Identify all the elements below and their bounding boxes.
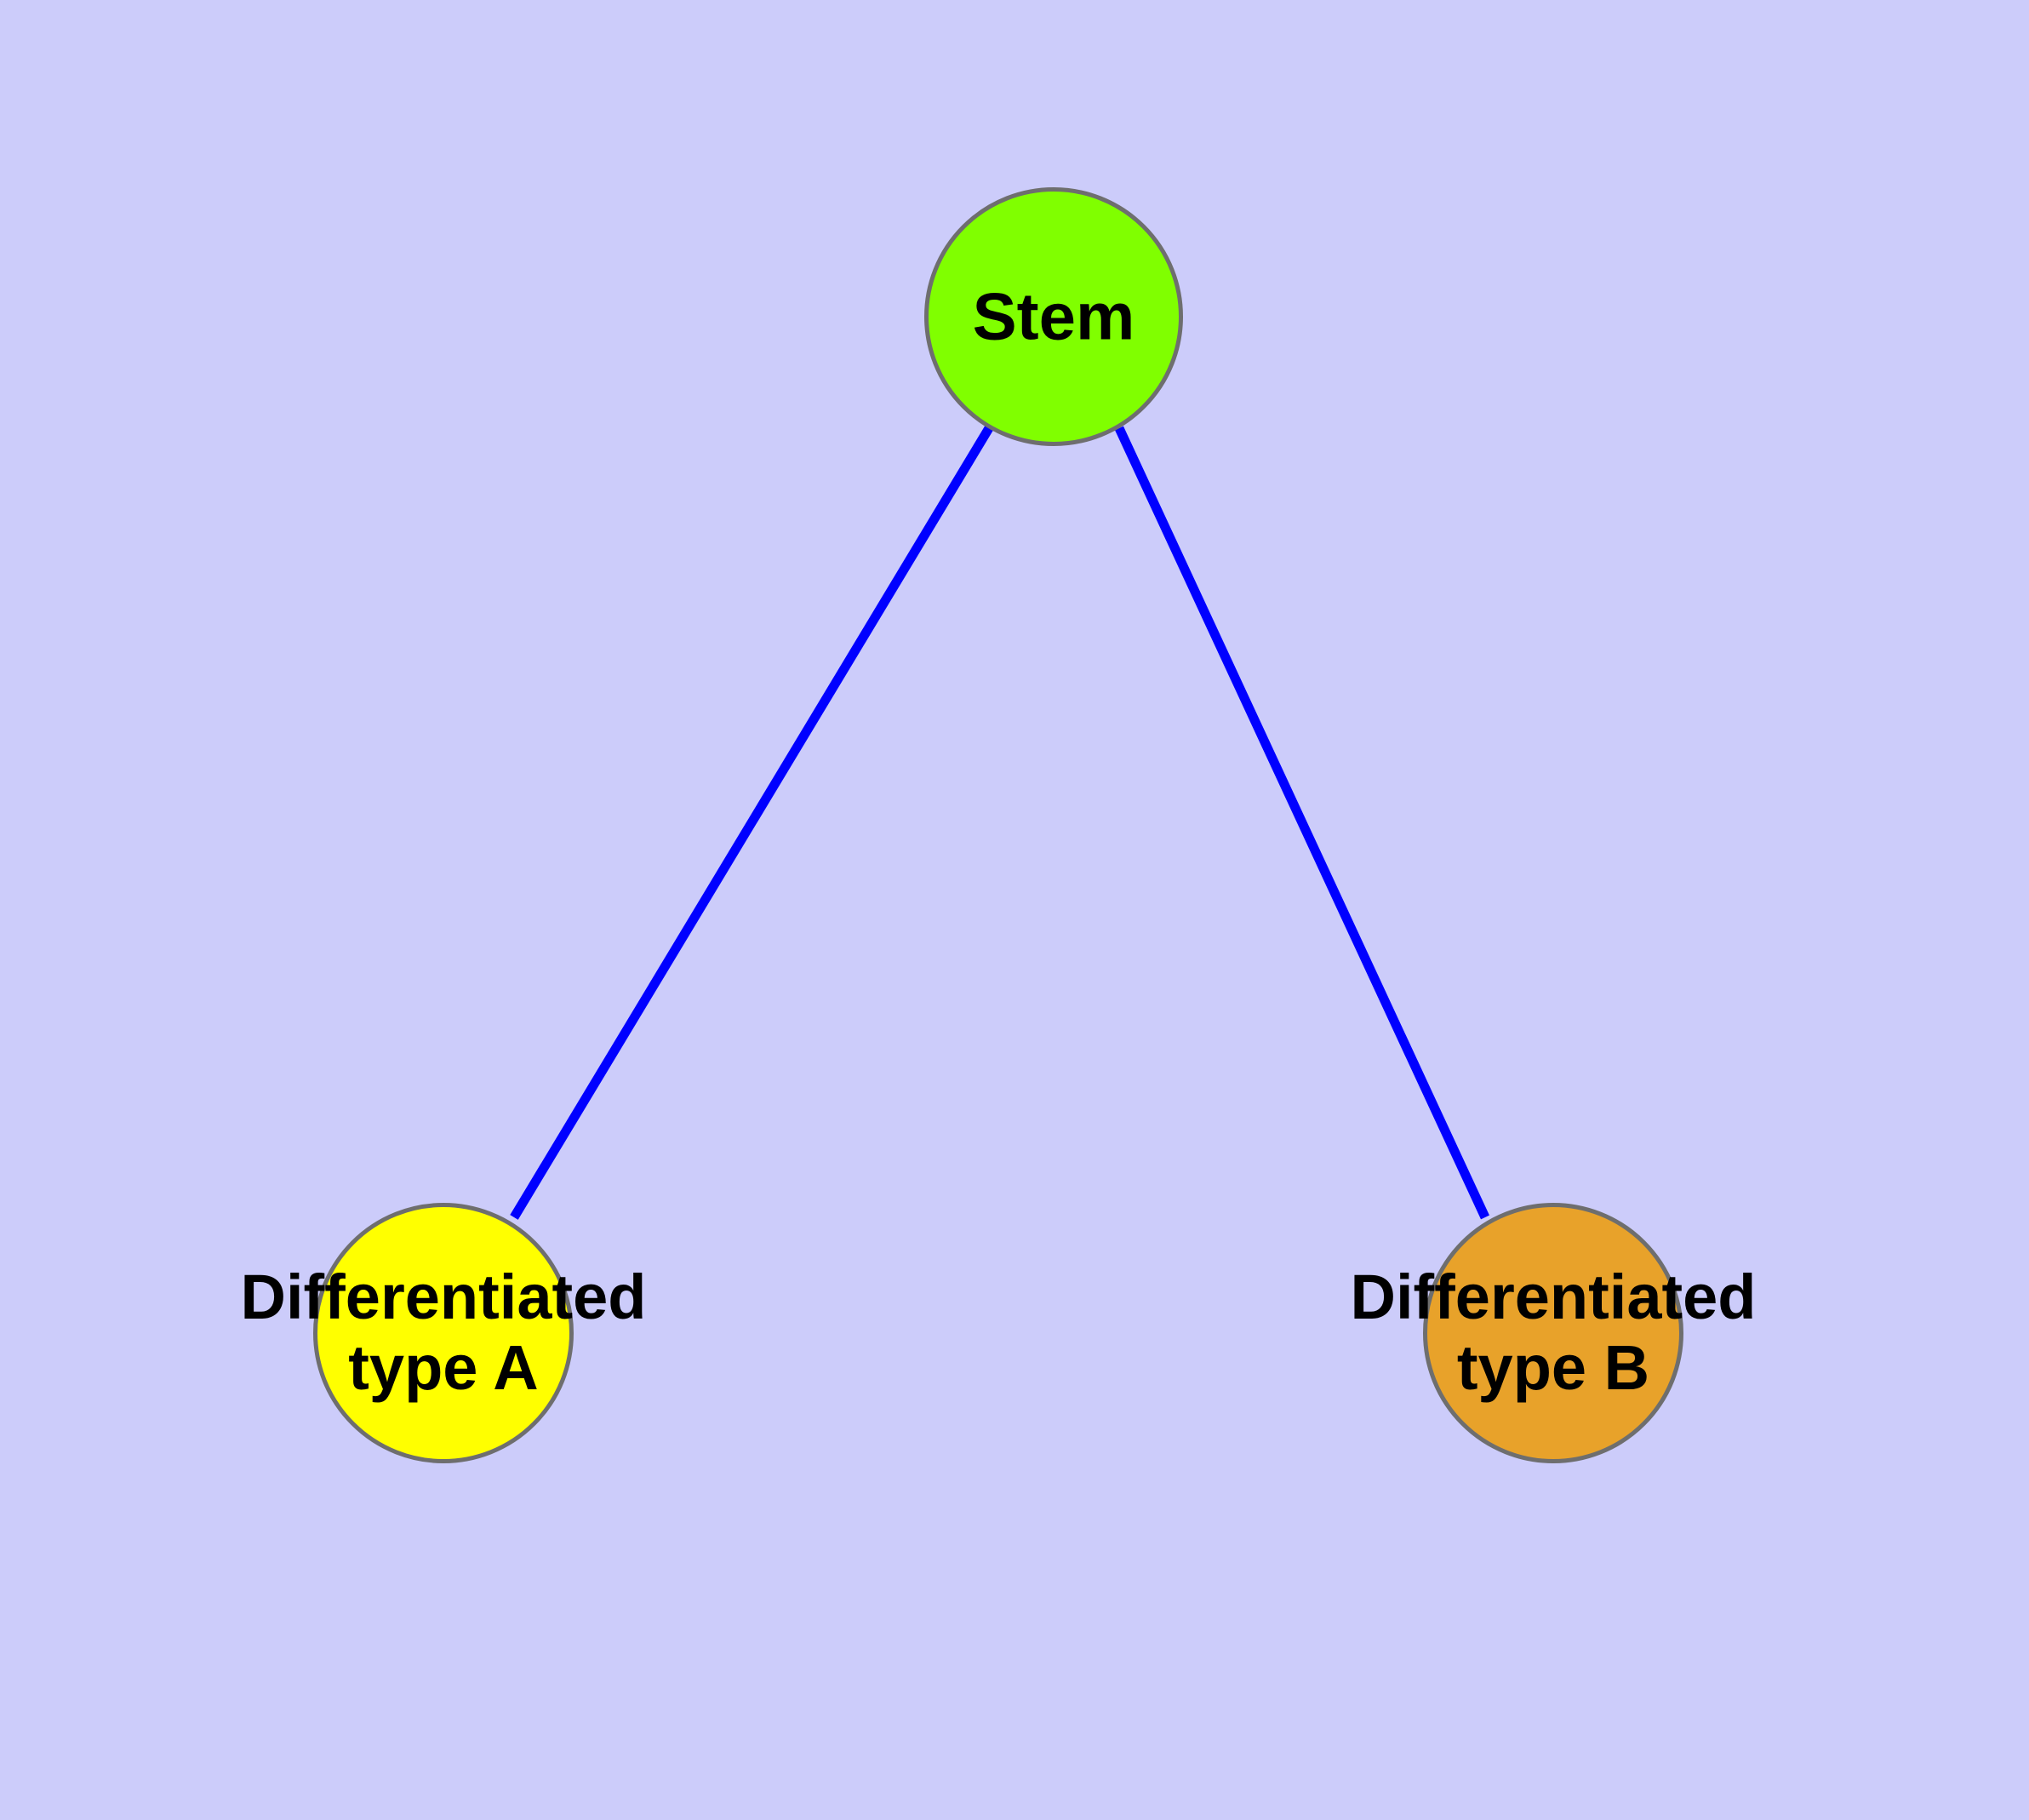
node-stem[interactable]: Stem (924, 187, 1183, 446)
edge-stem-to-differentiated-type-b[interactable] (1115, 426, 1489, 1220)
label-line-2: type A (348, 1332, 539, 1403)
node-stem-label: Stem (972, 278, 1135, 354)
label-line-2: type B (1456, 1332, 1650, 1403)
edge-stem-to-differentiated-type-a[interactable] (510, 426, 993, 1220)
